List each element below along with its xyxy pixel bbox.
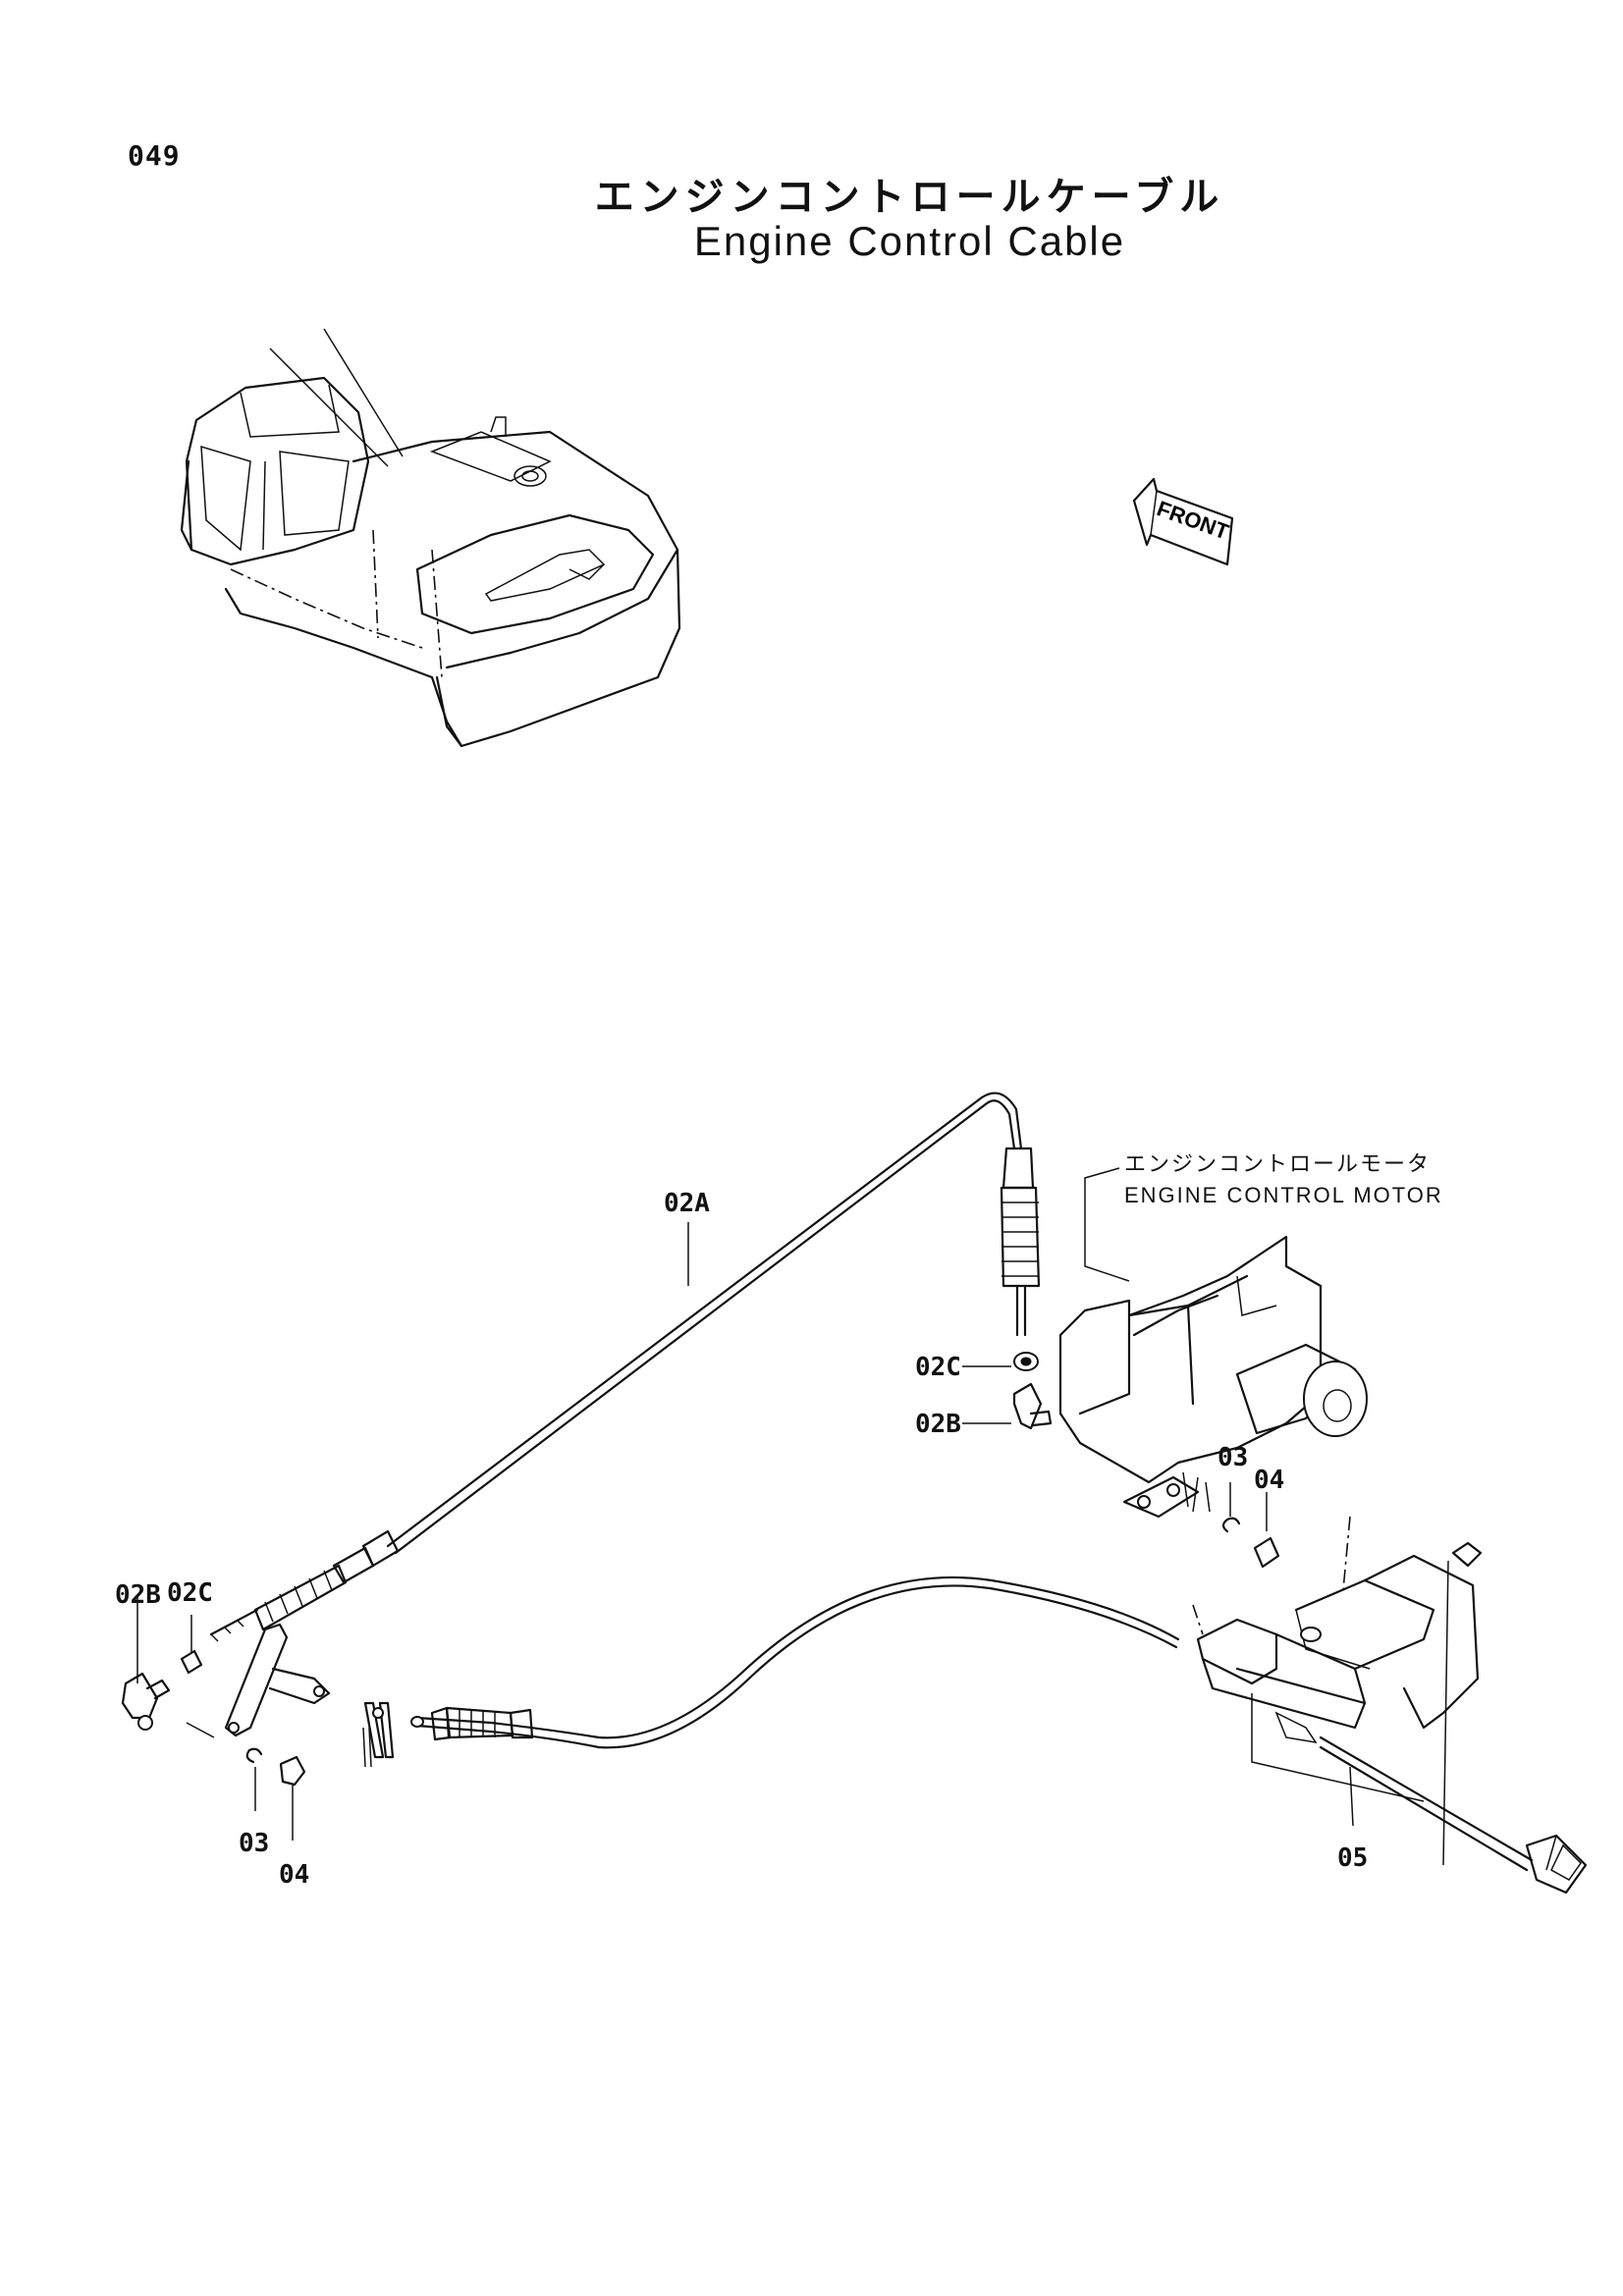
callout-upper-02C: 02C — [915, 1353, 961, 1382]
callout-02A: 02A — [664, 1189, 710, 1218]
motor-label-english: ENGINE CONTROL MOTOR — [1124, 1182, 1443, 1207]
engine-control-cable-02A — [209, 1092, 1041, 1642]
callout-left-04: 04 — [279, 1860, 310, 1890]
callout-upper-02B: 02B — [915, 1410, 961, 1439]
engine-control-cable-05 — [410, 1575, 1180, 1749]
callout-upper-04: 04 — [1254, 1466, 1285, 1495]
motor-label-japanese: エンジンコントロールモータ — [1124, 1151, 1432, 1176]
upper-nut-and-ball-joint — [1012, 1352, 1053, 1430]
upper-clip-and-nut — [1221, 1482, 1280, 1569]
lower-left-linkage — [121, 1595, 395, 1841]
callout-upper-03: 03 — [1217, 1443, 1249, 1472]
excavator-overview-illustration — [180, 328, 681, 748]
callout-left-03: 03 — [239, 1829, 270, 1858]
engine-control-motor-label: エンジンコントロールモータ ENGINE CONTROL MOTOR — [1124, 1148, 1443, 1211]
title-english: Engine Control Cable — [693, 218, 1126, 264]
callout-left-02C: 02C — [167, 1578, 213, 1608]
title-japanese: エンジンコントロールケーブル — [594, 175, 1225, 220]
callout-left-02B: 02B — [115, 1580, 161, 1610]
front-direction-arrow: FRONT — [1132, 477, 1234, 566]
callout-leader-lines — [687, 1222, 1011, 1424]
pedal-sensor-assembly — [1192, 1516, 1588, 1895]
engine-control-motor-illustration — [1058, 1167, 1368, 1519]
callout-05: 05 — [1337, 1843, 1369, 1873]
page-number: 049 — [128, 139, 181, 172]
